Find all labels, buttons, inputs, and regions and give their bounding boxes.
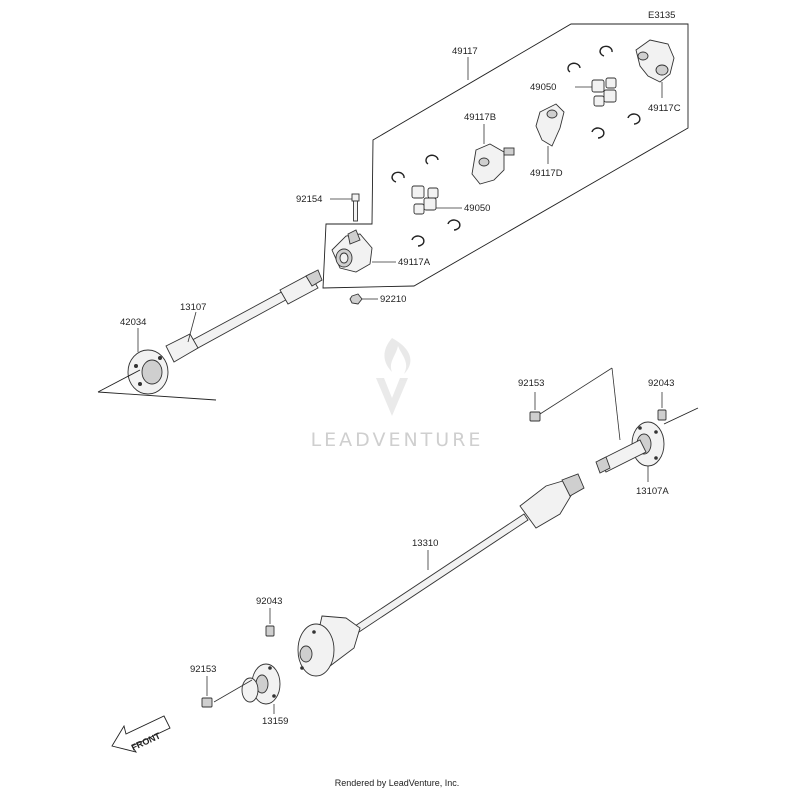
driveshaft-13310 [297,473,585,677]
watermark-text: LEADVENTURE [311,429,484,451]
pin-92043-upper [657,409,667,421]
bolt-92154 [351,193,360,222]
assembly-bracket [322,23,689,289]
label-92153-upper: 92153 [518,378,544,389]
datum-line-rear-a [539,367,613,415]
datum-line-front-a [97,369,141,393]
leader-13107 [187,311,197,343]
datum-line-lower [213,679,253,703]
datum-line-rear-b [611,367,621,441]
pin-92043-lower [265,625,275,637]
shaft-13107 [165,269,323,363]
datum-line-front-b [97,391,217,401]
flange-42034 [127,349,169,395]
nut-92210 [349,293,363,305]
footer-credit: Rendered by LeadVenture, Inc. [335,778,460,788]
diagram-code: E3135 [648,10,675,21]
label-13107a: 13107A [636,486,669,497]
yoke-49117a [331,229,373,273]
label-13159: 13159 [262,716,288,727]
label-13107: 13107 [180,302,206,313]
watermark-logo [376,338,411,416]
label-13310: 13310 [412,538,438,549]
label-92153-lower: 92153 [190,664,216,675]
label-92210: 92210 [380,294,406,305]
front-arrow-label: FRONT [130,730,163,752]
label-42034: 42034 [120,317,146,328]
label-92043-lower: 92043 [256,596,282,607]
label-92154: 92154 [296,194,322,205]
label-92043-upper: 92043 [648,378,674,389]
datum-line-rear-c [663,407,699,425]
label-49050-lower: 49050 [464,203,490,214]
yoke-49117d [535,103,565,147]
yoke-49117c [635,39,675,83]
label-49117c: 49117C [648,103,681,114]
label-49117a: 49117A [398,257,431,268]
bolt-92153-lower [201,697,213,708]
label-49117: 49117 [452,46,478,57]
bolt-92153-upper [529,411,541,422]
cross-joint-49050-upper [591,77,617,107]
front-arrow: FRONT [111,715,171,753]
shaft-13107a [595,421,665,474]
label-49117d: 49117D [530,168,563,179]
flange-13159 [241,663,281,705]
circlips-middle [391,154,461,247]
circlips-upper [567,45,641,139]
label-49050-upper: 49050 [530,82,556,93]
yoke-49117b [471,143,515,185]
cross-joint-49050-lower [411,185,439,215]
label-49117b: 49117B [464,112,496,123]
